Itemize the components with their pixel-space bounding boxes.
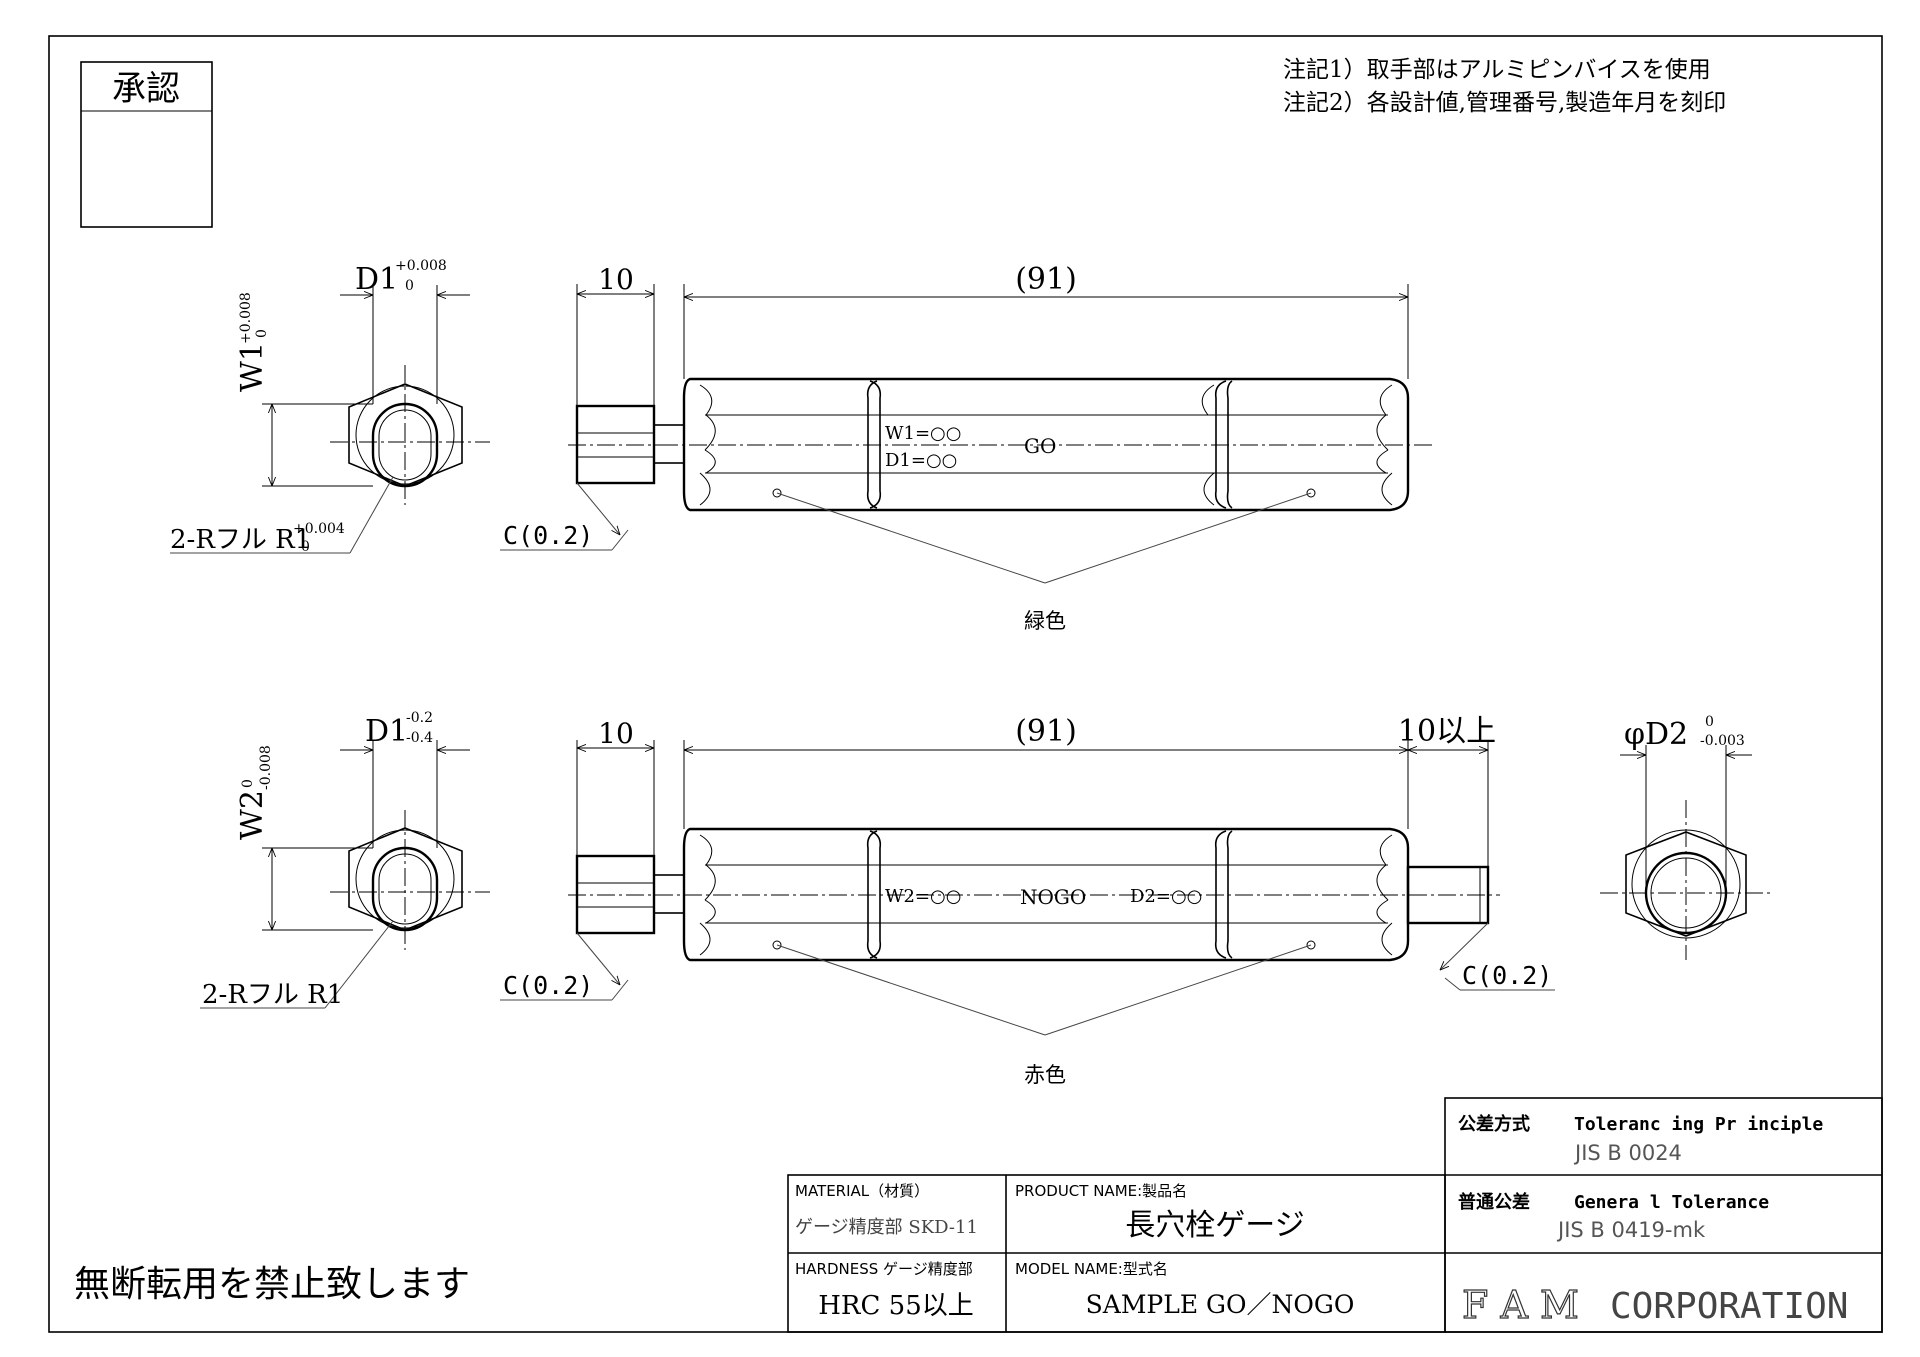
model-label: MODEL NAME:型式名 <box>1015 1260 1168 1278</box>
nogo-d2-tol-lower: -0.003 <box>1700 733 1745 749</box>
nogo-engraving-d2: D2=○○ <box>1130 886 1202 907</box>
note-1: 注記1）取手部はアルミピンバイスを使用 <box>1283 57 1711 83</box>
nogo-w2-tol-upper: 0 <box>240 779 256 788</box>
material-value: ゲージ精度部 SKD-11 <box>795 1217 978 1238</box>
hardness-value: HRC 55以上 <box>818 1291 974 1321</box>
go-w1-label: W1 <box>235 342 270 392</box>
nogo-pin-end-view: φD2 0 -0.003 <box>1600 714 1770 960</box>
nogo-end-view: D1 -0.2 -0.4 W2 0 -0.008 2-Rフル R1 <box>200 710 490 1010</box>
footer-note: 無断転用を禁止致します <box>74 1264 470 1305</box>
general-en: Genera l Tolerance <box>1574 1192 1769 1213</box>
go-d1-tol-upper: +0.008 <box>395 258 447 274</box>
go-chamfer: C(0.2) <box>503 521 593 550</box>
go-radius-tol-upper: +0.004 <box>293 521 345 537</box>
go-engraving-d1: D1=○○ <box>885 450 957 471</box>
title-block: 公差方式 Toleranc ing Pr inciple JIS B 0024 … <box>787 1097 1883 1333</box>
company-logo-outline: F A M <box>1462 1283 1579 1327</box>
approval-box: 承認 <box>80 61 213 228</box>
go-engraving-type: GO <box>1024 434 1056 458</box>
company-name: CORPORATION <box>1610 1286 1848 1327</box>
nogo-chamfer-right: C(0.2) <box>1462 961 1552 990</box>
drawing-frame <box>48 35 1883 1333</box>
go-radius-tol-lower: 0 <box>301 539 310 555</box>
note-2: 注記2）各設計値,管理番号,製造年月を刻印 <box>1283 90 1726 116</box>
nogo-dim-body: (91) <box>1015 714 1077 749</box>
go-radius-label: 2-Rフル R1 <box>170 525 311 555</box>
nogo-engraving-type: NOGO <box>1020 885 1086 909</box>
go-w1-tol-upper: +0.008 <box>238 292 254 344</box>
approval-label: 承認 <box>112 69 180 109</box>
tolerancing-jp: 公差方式 <box>1458 1113 1530 1135</box>
nogo-w2-tol-lower: -0.008 <box>258 745 274 790</box>
tolerancing-std: JIS B 0024 <box>1573 1141 1682 1165</box>
product-label: PRODUCT NAME:製品名 <box>1015 1182 1187 1200</box>
go-color-note: 緑色 <box>1024 609 1066 633</box>
nogo-d1-tol-upper: -0.2 <box>406 710 433 726</box>
go-w1-tol-lower: 0 <box>254 329 270 338</box>
product-value: 長穴栓ゲージ <box>1125 1208 1304 1243</box>
go-d1-label: D1 <box>355 262 398 297</box>
nogo-chamfer-left: C(0.2) <box>503 971 593 1000</box>
go-dim-handle: 10 <box>598 263 634 296</box>
tolerancing-en: Toleranc ing Pr inciple <box>1574 1114 1823 1135</box>
general-jp: 普通公差 <box>1458 1191 1530 1213</box>
nogo-radius-label: 2-Rフル R1 <box>202 980 343 1010</box>
general-std: JIS B 0419-mk <box>1556 1218 1706 1242</box>
go-end-view: D1 +0.008 0 W1 +0.008 0 2-Rフル R1 +0.004 … <box>170 258 490 555</box>
nogo-color-note: 赤色 <box>1024 1063 1066 1087</box>
nogo-dim-pin: 10以上 <box>1398 714 1496 749</box>
nogo-w2-label: W2 <box>235 790 270 840</box>
nogo-d2-tol-upper: 0 <box>1705 714 1714 730</box>
nogo-d1-label: D1 <box>365 714 408 749</box>
nogo-d1-tol-lower: -0.4 <box>406 730 433 746</box>
go-engraving-w1: W1=○○ <box>885 423 961 444</box>
nogo-engraving-w2: W2=○○ <box>885 886 961 907</box>
nogo-d2-label: φD2 <box>1624 717 1688 752</box>
go-side-view: W1=○○ D1=○○ GO 緑色 10 (91) C(0.2) <box>500 262 1435 633</box>
go-dim-body: (91) <box>1015 262 1077 297</box>
model-value: SAMPLE GO／NOGO <box>1086 1290 1355 1319</box>
go-d1-tol-lower: 0 <box>405 278 414 294</box>
hardness-label: HARDNESS ゲージ精度部 <box>795 1260 973 1278</box>
nogo-dim-handle: 10 <box>598 717 634 750</box>
material-label: MATERIAL（材質） <box>795 1182 929 1200</box>
notes: 注記1）取手部はアルミピンバイスを使用 注記2）各設計値,管理番号,製造年月を刻… <box>1283 57 1726 116</box>
nogo-side-view: W2=○○ NOGO D2=○○ 赤色 10 (91) 10以上 C(0.2) <box>500 714 1555 1087</box>
